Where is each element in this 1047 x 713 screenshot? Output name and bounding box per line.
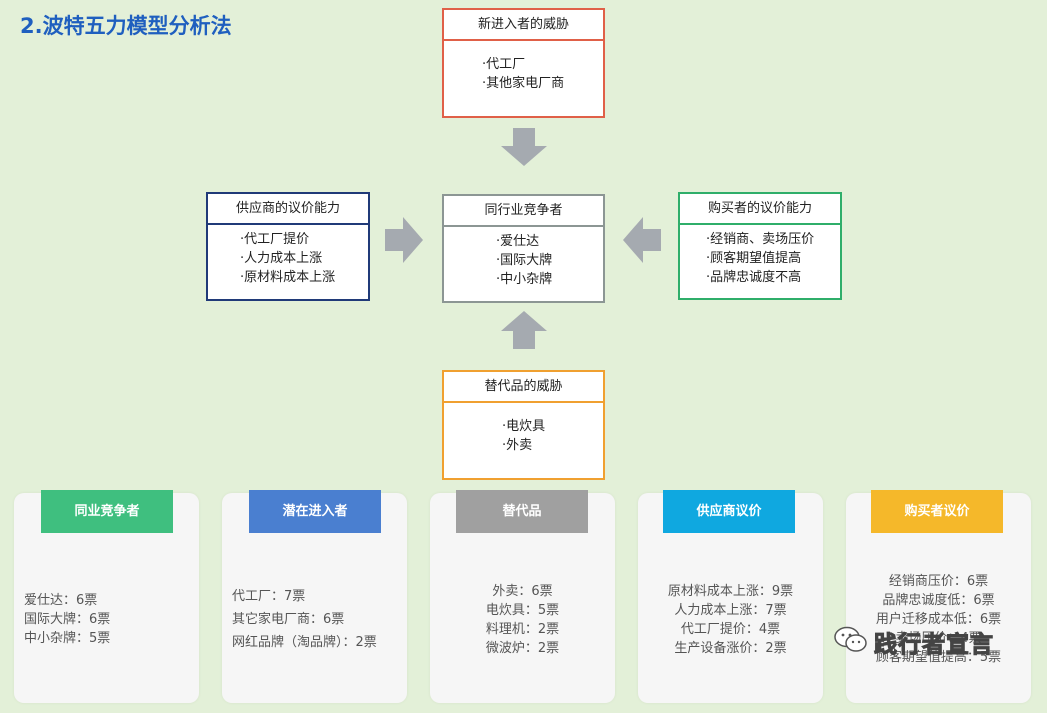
arrow-up-icon xyxy=(501,311,547,349)
vote-item: 中小杂牌：5票 xyxy=(24,631,111,646)
force-box-competitors: 同行业竞争者 爱仕达 国际大牌 中小杂牌 xyxy=(442,194,605,303)
force-item: 顾客期望值提高 xyxy=(706,249,840,268)
vote-item: 原材料成本上涨：9票 xyxy=(667,584,794,599)
force-item: 中小杂牌 xyxy=(496,270,603,289)
force-item: 原材料成本上涨 xyxy=(240,268,368,287)
vote-item: 爱仕达：6票 xyxy=(24,593,98,608)
vote-item: 其它家电厂商：6票 xyxy=(232,612,345,627)
force-item: 国际大牌 xyxy=(496,251,603,270)
vote-list: 外卖：6票 电炊具：5票 料理机：2票 微波炉：2票 xyxy=(430,582,615,658)
vote-list: 代工厂：7票 其它家电厂商：6票 网红品牌（淘品牌）：2票 xyxy=(232,585,377,654)
wechat-icon xyxy=(834,626,868,658)
force-box-new-entrants: 新进入者的威胁 代工厂 其他家电厂商 xyxy=(442,8,605,118)
vote-item: 用户迁移成本低：6票 xyxy=(875,612,1002,627)
vote-item: 代工厂提价：4票 xyxy=(680,622,781,637)
vote-item: 代工厂：7票 xyxy=(232,589,306,604)
vote-item: 生产设备涨价：2票 xyxy=(674,641,787,656)
vote-item: 外卖：6票 xyxy=(492,584,553,599)
vote-item: 国际大牌：6票 xyxy=(24,612,111,627)
arrow-left-icon xyxy=(623,217,661,263)
vote-item: 品牌忠诚度低：6票 xyxy=(882,593,995,608)
force-box-buyers: 购买者的议价能力 经销商、卖场压价 顾客期望值提高 品牌忠诚度不高 xyxy=(678,192,842,300)
force-box-substitutes: 替代品的威胁 电炊具 外卖 xyxy=(442,370,605,480)
arrow-right-icon xyxy=(385,217,423,263)
vote-item: 料理机：2票 xyxy=(485,622,560,637)
force-item: 电炊具 xyxy=(502,417,603,436)
force-box-suppliers: 供应商的议价能力 代工厂提价 人力成本上涨 原材料成本上涨 xyxy=(206,192,370,301)
vote-card-tab: 替代品 xyxy=(456,490,588,533)
vote-item: 电炊具：5票 xyxy=(485,603,560,618)
force-item: 其他家电厂商 xyxy=(482,74,603,93)
vote-card-tab: 供应商议价 xyxy=(663,490,795,533)
force-title: 新进入者的威胁 xyxy=(444,10,603,41)
vote-item: 经销商压价：6票 xyxy=(888,574,989,589)
vote-item: 卖场压价：4票 xyxy=(895,631,982,646)
vote-item: 微波炉：2票 xyxy=(485,641,560,656)
arrow-down-icon xyxy=(501,128,547,166)
force-item: 爱仕达 xyxy=(496,232,603,251)
vote-item: 人力成本上涨：7票 xyxy=(674,603,787,618)
force-title: 购买者的议价能力 xyxy=(680,194,840,225)
force-item: 代工厂提价 xyxy=(240,230,368,249)
vote-list: 经销商压价：6票 品牌忠诚度低：6票 用户迁移成本低：6票 卖场压价：4票 顾客… xyxy=(846,572,1031,667)
watermark-text: 践行者宣言 xyxy=(874,632,994,659)
vote-item: 顾客期望值提高：5票 xyxy=(875,650,1002,665)
force-title: 同行业竞争者 xyxy=(444,196,603,227)
force-item: 人力成本上涨 xyxy=(240,249,368,268)
force-title: 替代品的威胁 xyxy=(444,372,603,403)
vote-item: 网红品牌（淘品牌）：2票 xyxy=(232,635,377,650)
vote-card-tab: 同业竞争者 xyxy=(41,490,173,533)
vote-list: 爱仕达：6票 国际大牌：6票 中小杂牌：5票 xyxy=(24,591,110,648)
force-title: 供应商的议价能力 xyxy=(208,194,368,225)
vote-card-tab: 购买者议价 xyxy=(871,490,1003,533)
vote-list: 原材料成本上涨：9票 人力成本上涨：7票 代工厂提价：4票 生产设备涨价：2票 xyxy=(638,582,823,658)
watermark: 践行者宣言 xyxy=(834,622,1034,662)
force-item: 外卖 xyxy=(502,436,603,455)
force-item: 经销商、卖场压价 xyxy=(706,230,840,249)
page-title: 2.波特五力模型分析法 xyxy=(20,14,232,38)
vote-card-tab: 潜在进入者 xyxy=(249,490,381,533)
force-item: 代工厂 xyxy=(482,55,603,74)
force-item: 品牌忠诚度不高 xyxy=(706,268,840,287)
